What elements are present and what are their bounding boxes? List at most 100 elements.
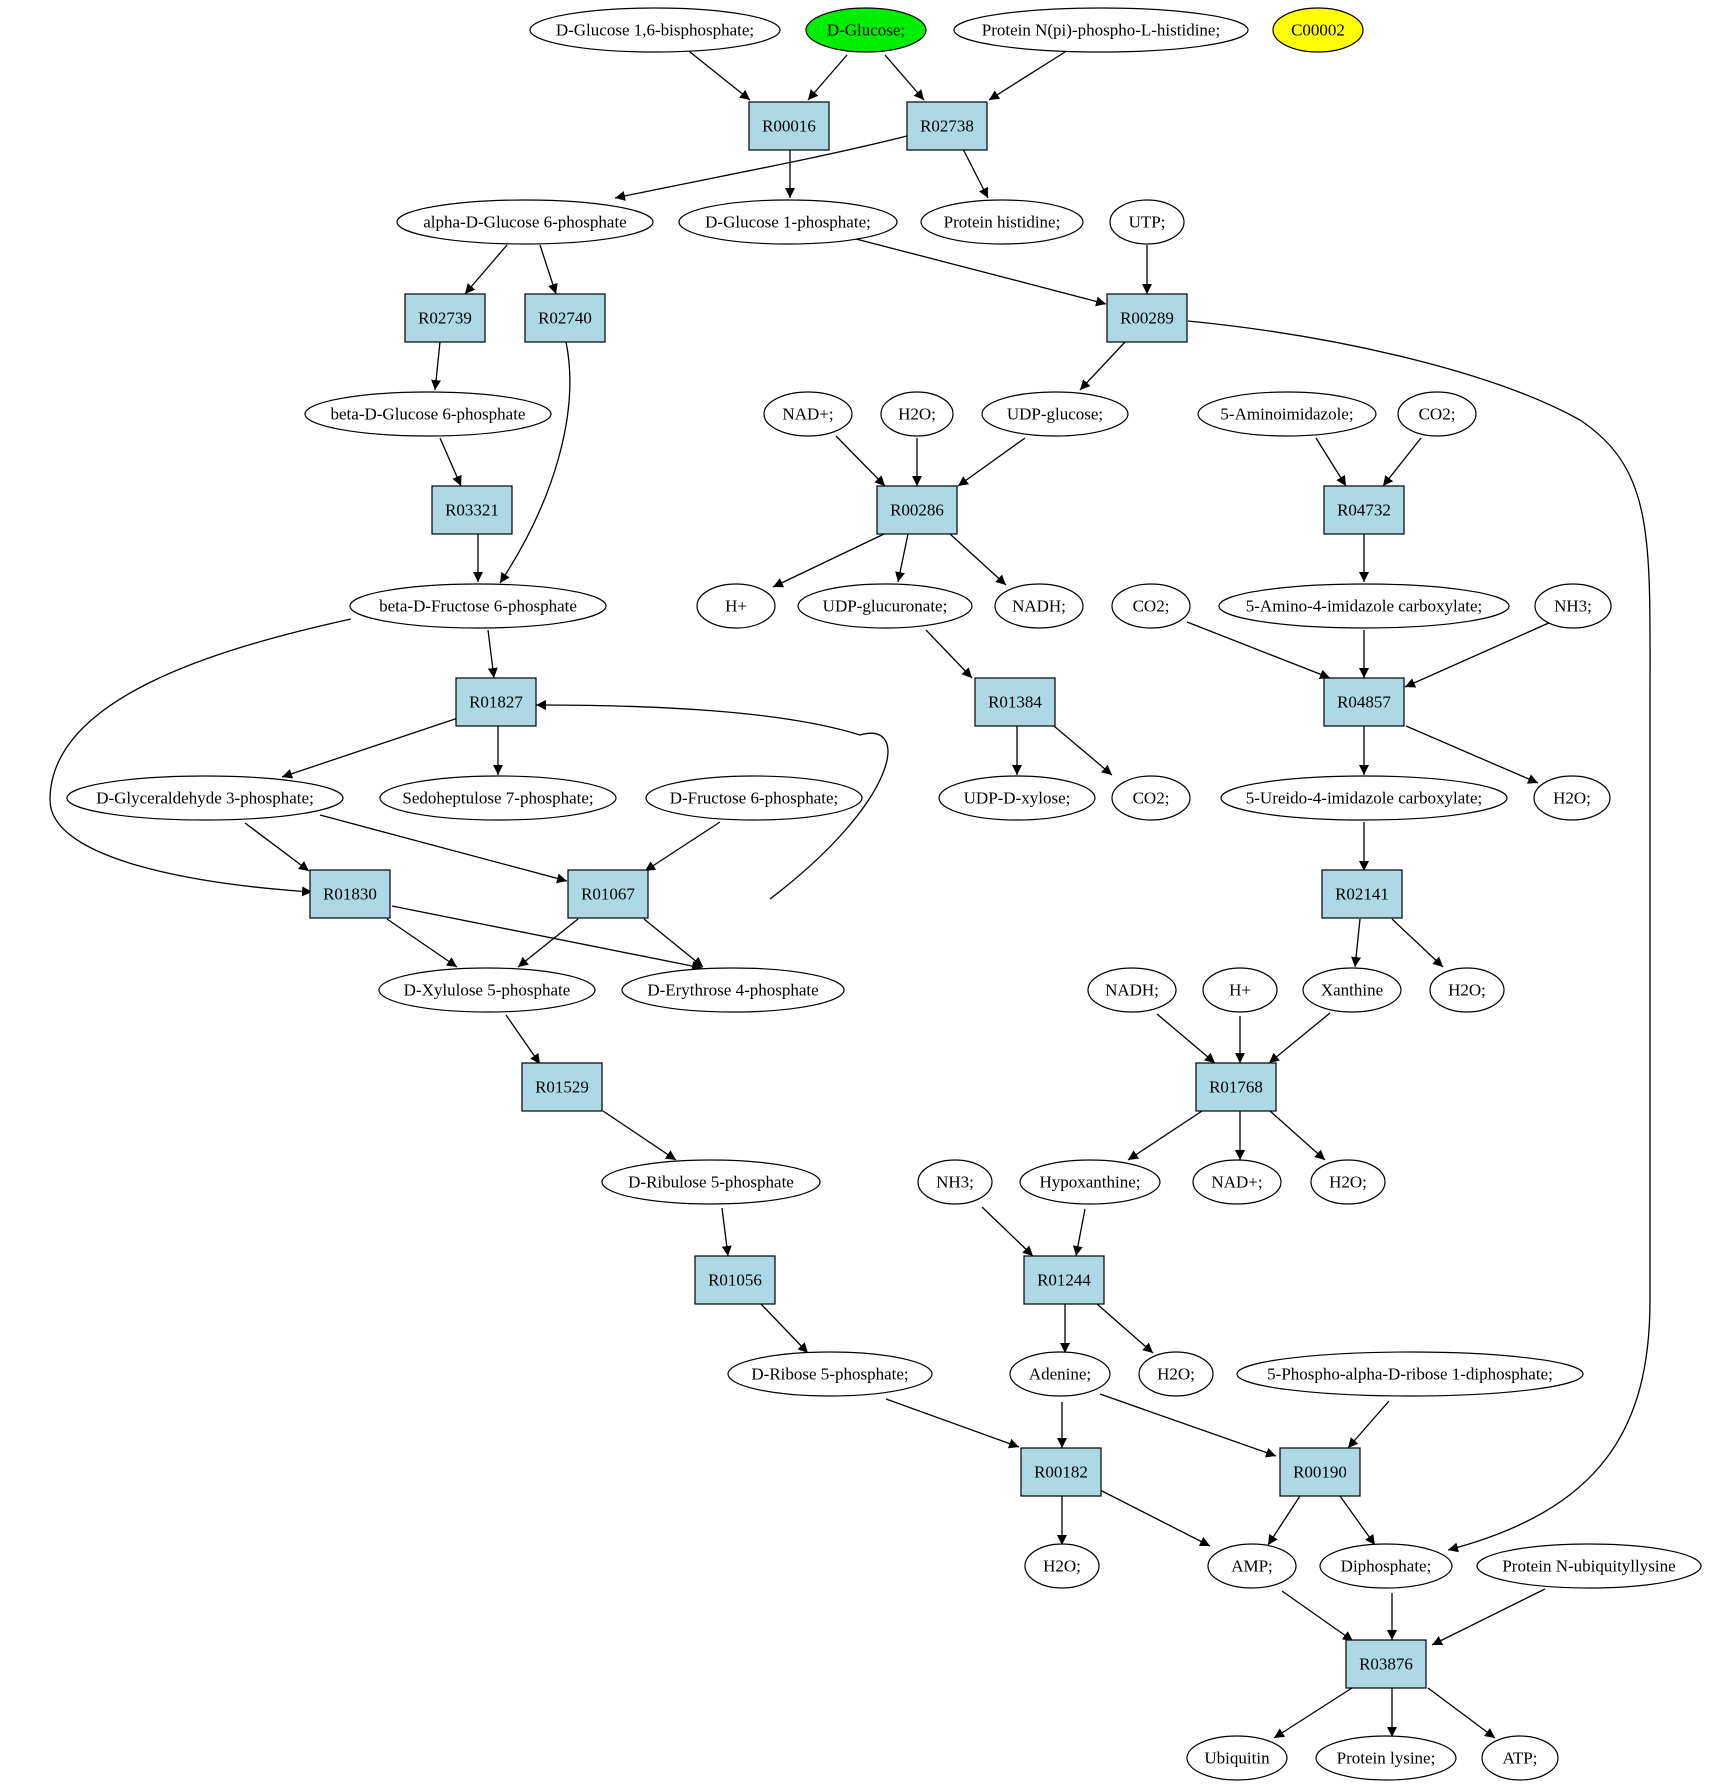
compound-label: NAD+; <box>1211 1173 1262 1192</box>
compound-node: D-Glyceraldehyde 3-phosphate; <box>66 775 344 821</box>
edge <box>1187 320 1651 1553</box>
compound-label: beta-D-Glucose 6-phosphate <box>331 405 526 424</box>
compound-label: NADH; <box>1105 981 1159 1000</box>
compound-label: D-Glucose; <box>827 21 905 40</box>
reaction-node-R00286: R00286 <box>876 485 958 535</box>
compound-label: Sedoheptulose 7-phosphate; <box>402 789 593 808</box>
compound-label: alpha-D-Glucose 6-phosphate <box>423 213 626 232</box>
edge <box>1096 1303 1154 1354</box>
edge <box>760 1303 809 1354</box>
compound-label: UDP-glucose; <box>1007 405 1103 424</box>
compound-node: beta-D-Glucose 6-phosphate <box>304 391 552 437</box>
compound-label: D-Glucose 1,6-bisphosphate; <box>556 21 754 40</box>
compound-label: NH3; <box>936 1173 974 1192</box>
edge <box>772 533 885 588</box>
compound-node: Xanthine <box>1302 967 1402 1013</box>
reaction-label: R01056 <box>708 1271 762 1290</box>
compound-label: AMP; <box>1231 1557 1273 1576</box>
reaction-node-R01827: R01827 <box>455 677 537 727</box>
reaction-label: R03321 <box>445 501 499 520</box>
edge <box>1347 1400 1390 1449</box>
compound-label: D-Fructose 6-phosphate; <box>670 789 839 808</box>
compound-node: UTP; <box>1109 199 1185 245</box>
compound-label: H2O; <box>1329 1173 1367 1192</box>
compound-node: Protein histidine; <box>920 199 1084 245</box>
compound-node: H2O; <box>1310 1159 1386 1205</box>
edge <box>49 618 352 897</box>
edge <box>1267 1495 1301 1546</box>
compound-label: CO2; <box>1133 789 1170 808</box>
edge <box>1404 621 1552 688</box>
compound-label: Xanthine <box>1321 981 1383 1000</box>
compound-label: D-Glyceraldehyde 3-phosphate; <box>96 789 314 808</box>
edge <box>1273 1687 1353 1739</box>
reaction-label: R01830 <box>323 885 377 904</box>
reaction-label: R01827 <box>469 693 523 712</box>
edge <box>1269 1110 1326 1161</box>
reaction-label: R02738 <box>920 117 974 136</box>
edge <box>988 51 1066 101</box>
compound-node: 5-Amino-4-imidazole carboxylate; <box>1218 583 1510 629</box>
compound-node: Protein lysine; <box>1315 1735 1457 1781</box>
edge <box>644 821 721 872</box>
compound-node: CO2; <box>1111 583 1191 629</box>
edge <box>1127 1110 1203 1161</box>
reaction-node-R00289: R00289 <box>1106 293 1188 343</box>
edge <box>835 435 886 487</box>
compound-node: D-Ribulose 5-phosphate <box>601 1159 821 1205</box>
edge <box>505 1014 541 1065</box>
reaction-label: R00289 <box>1120 309 1174 328</box>
compound-node: alpha-D-Glucose 6-phosphate <box>396 199 654 245</box>
edge <box>684 47 751 101</box>
edge <box>614 135 908 201</box>
compound-label: Hypoxanthine; <box>1039 1173 1140 1192</box>
edge <box>925 629 973 679</box>
compound-label: UTP; <box>1129 213 1166 232</box>
edge <box>643 918 704 968</box>
compound-label: Protein N(pi)-phospho-L-histidine; <box>982 21 1220 40</box>
reaction-node-R04732: R04732 <box>1323 485 1405 535</box>
edge <box>244 822 310 872</box>
edge <box>602 1110 677 1161</box>
edge <box>535 700 889 900</box>
compound-node: Hypoxanthine; <box>1019 1159 1161 1205</box>
compound-node: D-Xylulose 5-phosphate <box>378 967 596 1013</box>
compound-node: CO2; <box>1397 391 1477 437</box>
edge <box>319 814 568 884</box>
edge <box>1427 1687 1496 1739</box>
compound-node: D-Glucose 1,6-bisphosphate; <box>529 7 781 53</box>
compound-node: D-Erythrose 4-phosphate <box>621 967 845 1013</box>
reaction-nodes: R00016 R02738 R02739 R02740 R00289 R0332… <box>309 101 1427 1689</box>
reaction-node-R01529: R01529 <box>521 1062 603 1112</box>
edge <box>1186 621 1331 680</box>
compound-node: D-Glucose 1-phosphate; <box>678 199 898 245</box>
compound-label: Protein N-ubiquityllysine <box>1502 1557 1675 1576</box>
edge <box>281 717 459 779</box>
compound-label: D-Xylulose 5-phosphate <box>404 981 571 1000</box>
compound-node: NH3; <box>917 1159 993 1205</box>
reaction-label: R00190 <box>1293 1463 1347 1482</box>
edge <box>1382 437 1422 487</box>
reaction-node-R02739: R02739 <box>404 293 486 343</box>
compound-node: CO2; <box>1111 775 1191 821</box>
compound-label: Ubiquitin <box>1204 1749 1270 1768</box>
edge <box>499 341 571 584</box>
edge <box>464 244 508 295</box>
edge <box>1072 1208 1086 1257</box>
compound-nodes: D-Glucose 1,6-bisphosphate; D-Glucose; P… <box>66 7 1702 1781</box>
compound-node: H+ <box>696 583 776 629</box>
compound-node: 5-Ureido-4-imidazole carboxylate; <box>1220 775 1508 821</box>
reaction-node-R03321: R03321 <box>431 485 513 535</box>
compound-node: Adenine; <box>1009 1351 1111 1397</box>
reaction-node-R03876: R03876 <box>1345 1639 1427 1689</box>
edge <box>1053 725 1113 776</box>
compound-label: H2O; <box>898 405 936 424</box>
compound-label: NADH; <box>1012 597 1066 616</box>
compound-label: UDP-D-xylose; <box>964 789 1071 808</box>
reaction-node-R01384: R01384 <box>974 677 1056 727</box>
compound-label: C00002 <box>1291 21 1345 40</box>
compound-label: 5-Ureido-4-imidazole carboxylate; <box>1246 789 1482 808</box>
compound-label: H+ <box>1229 981 1251 1000</box>
reaction-label: R04857 <box>1337 693 1391 712</box>
